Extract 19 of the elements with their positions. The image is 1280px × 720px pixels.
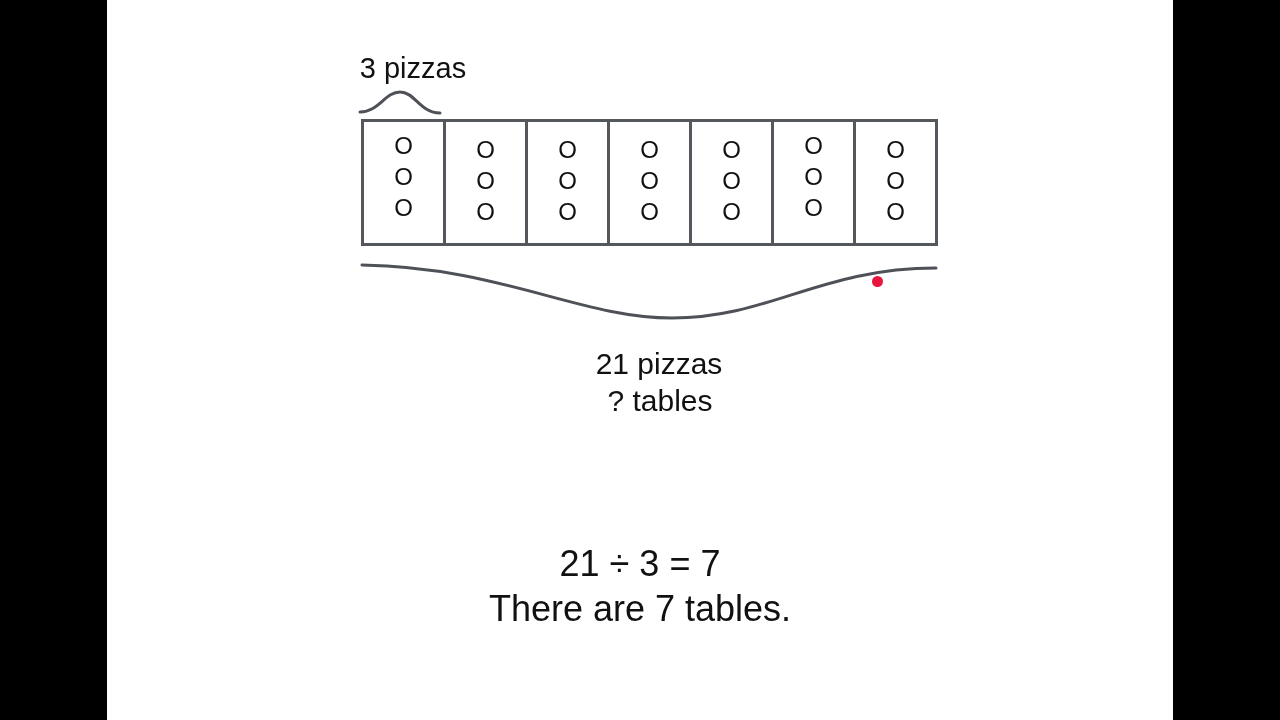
tape-segment [525,119,610,246]
brace-label: 21 pizzas [595,346,723,382]
equation: 21 ÷ 3 = 7 [559,543,721,585]
tape-segment [689,119,774,246]
brace-label: ? tables [607,383,713,419]
tape-segment [771,119,856,246]
pizza-marks: O O O [885,135,906,227]
pizza-marks: O O O [639,135,660,227]
tape-segment [853,119,938,246]
tape-segment [607,119,692,246]
tape-segment [361,119,446,246]
tape-segment [443,119,528,246]
brace-label: 3 pizzas [359,52,467,86]
pizza-marks: O O O [393,131,414,223]
answer-sentence: There are 7 tables. [488,588,792,630]
pizza-marks: O O O [803,131,824,223]
pizza-marks: O O O [475,135,496,227]
pizza-marks: O O O [721,135,742,227]
pizza-marks: O O O [557,135,578,227]
